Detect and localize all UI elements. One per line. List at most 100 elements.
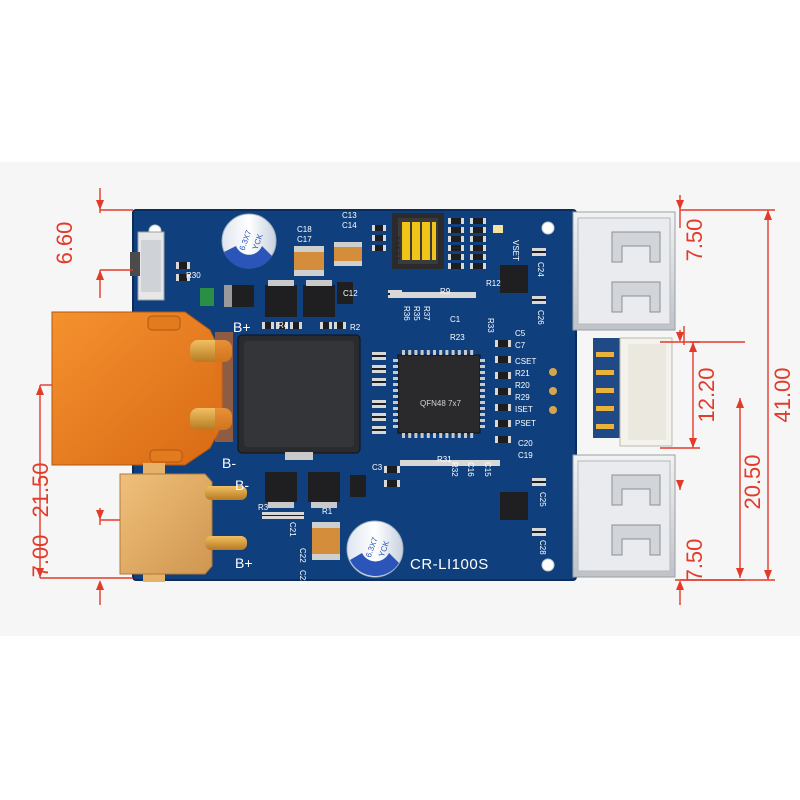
ic-pin: [439, 433, 443, 438]
dim-battery-span: 21.50: [28, 462, 53, 517]
slide-switch: [130, 231, 165, 301]
designator-c24: C24: [536, 262, 545, 277]
label-b-minus-top: B-: [222, 455, 236, 471]
smd-part: [400, 460, 416, 466]
ic-pin: [480, 377, 485, 380]
smd-part: [372, 365, 386, 373]
ic-pin: [393, 365, 398, 368]
designator-r36: R36: [402, 306, 411, 321]
ic-pin: [457, 433, 461, 438]
ic-pin: [393, 383, 398, 386]
designator-c20: C20: [518, 439, 533, 448]
ic-pin: [414, 350, 418, 355]
dip-switch: 1 2 3 4 5: [392, 213, 444, 269]
label-b-plus-top: B+: [233, 319, 251, 335]
smd-part: [532, 248, 546, 256]
ic-pin: [426, 433, 430, 438]
mosfet: [500, 265, 528, 293]
designator-r21: R21: [515, 369, 530, 378]
board-model: CR-LI100S: [410, 556, 489, 573]
ic-pin: [393, 377, 398, 380]
smd-part: [276, 512, 290, 519]
designator-r1: R1: [322, 507, 333, 516]
designator-c12: C12: [343, 289, 358, 298]
ic-pin: [480, 359, 485, 362]
smd-part: [372, 426, 386, 434]
smd-part: [495, 404, 511, 411]
designator-r4: R4: [278, 321, 289, 330]
xt60-connector-orange: [51, 311, 233, 466]
designator-r20: R20: [515, 381, 530, 390]
ic-pin: [464, 433, 467, 438]
jst-connector: [593, 337, 673, 447]
smd-part: [495, 388, 511, 395]
designator-c3: C3: [372, 463, 383, 472]
ic-pin: [480, 383, 485, 386]
smd-part: [450, 292, 464, 298]
smd-part: [176, 274, 190, 281]
electrolytic-capacitor-bottom: 6.3X7 YCK: [346, 520, 404, 578]
ic-pin: [433, 433, 436, 438]
smd-part: [372, 400, 386, 408]
designator-r37: R37: [422, 306, 431, 321]
ic-pin: [420, 433, 424, 438]
designator-c16: C16: [466, 462, 475, 477]
ic-pin: [480, 419, 485, 422]
designator-c1: C1: [450, 315, 461, 324]
ic-pin: [414, 433, 418, 438]
smd-part: [495, 436, 511, 443]
smd-part: [384, 480, 400, 487]
mosfet: [303, 280, 335, 317]
mosfet: [308, 472, 340, 508]
ic-pin: [402, 350, 405, 355]
label-iset: ISET: [515, 405, 533, 414]
pin-header-pads: [549, 368, 557, 414]
ic-pin: [480, 407, 485, 410]
tantalum-capacitor: [334, 242, 362, 266]
diode: [224, 285, 254, 307]
smd-part: [532, 296, 546, 304]
tantalum-capacitor: [294, 246, 324, 276]
ic-pin: [480, 365, 485, 368]
vset-led: [493, 225, 503, 233]
designator-c23: C23: [298, 570, 307, 585]
designator-c17: C17: [297, 235, 312, 244]
dimension-arrows: [36, 200, 772, 590]
smd-part: [470, 218, 486, 224]
smd-part: [495, 356, 511, 363]
designator-r23: R23: [450, 333, 465, 342]
mounting-hole: [541, 221, 555, 235]
smd-part: [372, 235, 386, 241]
ic-pin: [480, 371, 485, 374]
designator-r2: R2: [350, 323, 361, 332]
smd-part: [448, 254, 464, 260]
ic-pin: [464, 350, 467, 355]
smd-part: [470, 263, 486, 269]
smd-part: [470, 245, 486, 251]
smd-passives: [176, 218, 546, 536]
designator-c19: C19: [518, 451, 533, 460]
smd-part: [484, 460, 500, 466]
smd-part: [448, 227, 464, 233]
designator-c22: C22: [298, 548, 307, 563]
dim-connector: 12.20: [694, 367, 719, 422]
smd-part: [448, 245, 464, 251]
smd-part: [470, 254, 486, 260]
mosfet: [500, 492, 528, 520]
smd-part: [290, 512, 304, 519]
ic-pin: [445, 433, 449, 438]
ic-pin: [426, 350, 430, 355]
smd-part: [372, 413, 386, 421]
designator-c21: C21: [288, 522, 297, 537]
designator-c14: C14: [342, 221, 357, 230]
designator-c28: C28: [538, 540, 547, 555]
indicator-cap: [200, 288, 214, 306]
smd-part: [390, 292, 404, 298]
smd-part: [438, 292, 452, 298]
ic-pin: [439, 350, 443, 355]
smd-part: [320, 322, 332, 329]
designator-r29: R29: [515, 393, 530, 402]
ic-pin: [420, 350, 424, 355]
diode: [350, 475, 366, 497]
